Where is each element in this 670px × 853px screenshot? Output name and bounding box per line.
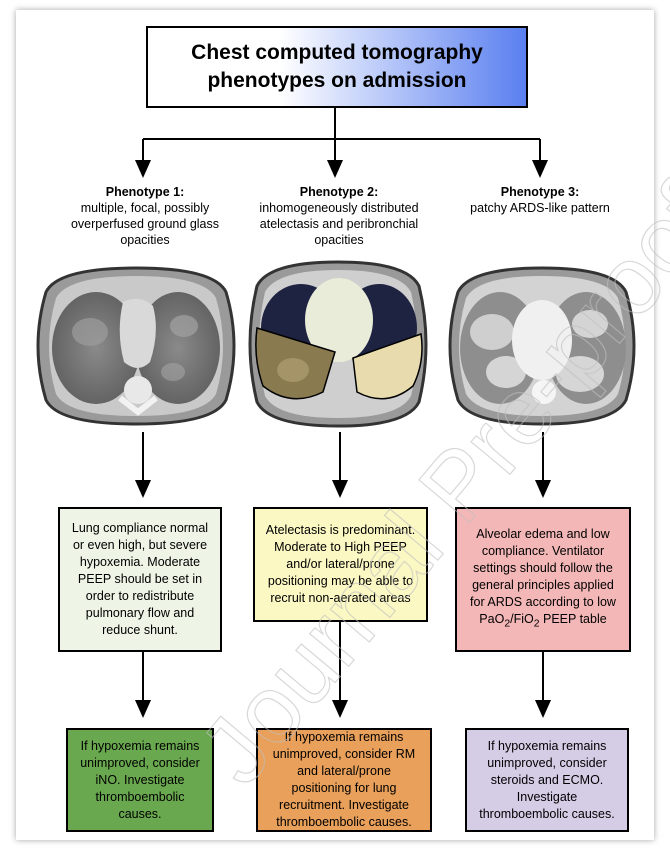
action-box-phenotype-1: If hypoxemia remains unimproved, conside… bbox=[66, 728, 214, 832]
phenotype-2-heading: Phenotype 2: inhomogeneously distributed… bbox=[245, 184, 433, 248]
finding-3-pao2: PaO bbox=[479, 612, 505, 627]
diagram-title: Chest computed tomography phenotypes on … bbox=[146, 26, 528, 108]
finding-text-phenotype-2: Atelectasis is predominant. Moderate to … bbox=[265, 523, 416, 605]
phenotype-2-title: Phenotype 2: bbox=[299, 185, 379, 199]
phenotype-1-description: multiple, focal, possibly overperfused g… bbox=[70, 201, 219, 247]
ct-image-phenotype-2 bbox=[248, 260, 428, 428]
finding-3-fio2: /FiO bbox=[510, 612, 534, 627]
phenotype-3-title: Phenotype 3: bbox=[500, 185, 580, 199]
phenotype-1-heading: Phenotype 1: multiple, focal, possibly o… bbox=[55, 184, 235, 248]
action-text-phenotype-2: If hypoxemia remains unimproved, conside… bbox=[272, 730, 416, 829]
finding-3-main: Alveolar edema and low compliance. Venti… bbox=[470, 527, 616, 610]
finding-3-peep-table: PEEP table bbox=[539, 612, 607, 627]
ct-image-phenotype-3 bbox=[448, 266, 636, 426]
phenotype-2-description: inhomogeneously distributed atelectasis … bbox=[259, 201, 419, 247]
finding-3-sub-b: 2 bbox=[533, 618, 540, 630]
phenotype-3-heading: Phenotype 3: patchy ARDS-like pattern bbox=[450, 184, 630, 216]
finding-text-phenotype-1: Lung compliance normal or even high, but… bbox=[71, 521, 209, 637]
action-text-phenotype-3: If hypoxemia remains unimproved, conside… bbox=[479, 738, 615, 821]
phenotype-1-title: Phenotype 1: bbox=[105, 185, 185, 199]
finding-3-sub-a: 2 bbox=[504, 618, 511, 630]
action-box-phenotype-3: If hypoxemia remains unimproved, conside… bbox=[465, 728, 629, 832]
ct-image-phenotype-1 bbox=[36, 266, 236, 426]
phenotype-3-description: patchy ARDS-like pattern bbox=[470, 201, 610, 215]
finding-box-phenotype-3: Alveolar edema and low compliance. Venti… bbox=[455, 507, 631, 652]
finding-box-phenotype-2: Atelectasis is predominant. Moderate to … bbox=[253, 507, 428, 622]
finding-box-phenotype-1: Lung compliance normal or even high, but… bbox=[58, 507, 222, 652]
action-text-phenotype-1: If hypoxemia remains unimproved, conside… bbox=[80, 738, 200, 821]
action-box-phenotype-2: If hypoxemia remains unimproved, conside… bbox=[256, 728, 432, 832]
finding-text-phenotype-3: Alveolar edema and low compliance. Venti… bbox=[465, 526, 621, 633]
